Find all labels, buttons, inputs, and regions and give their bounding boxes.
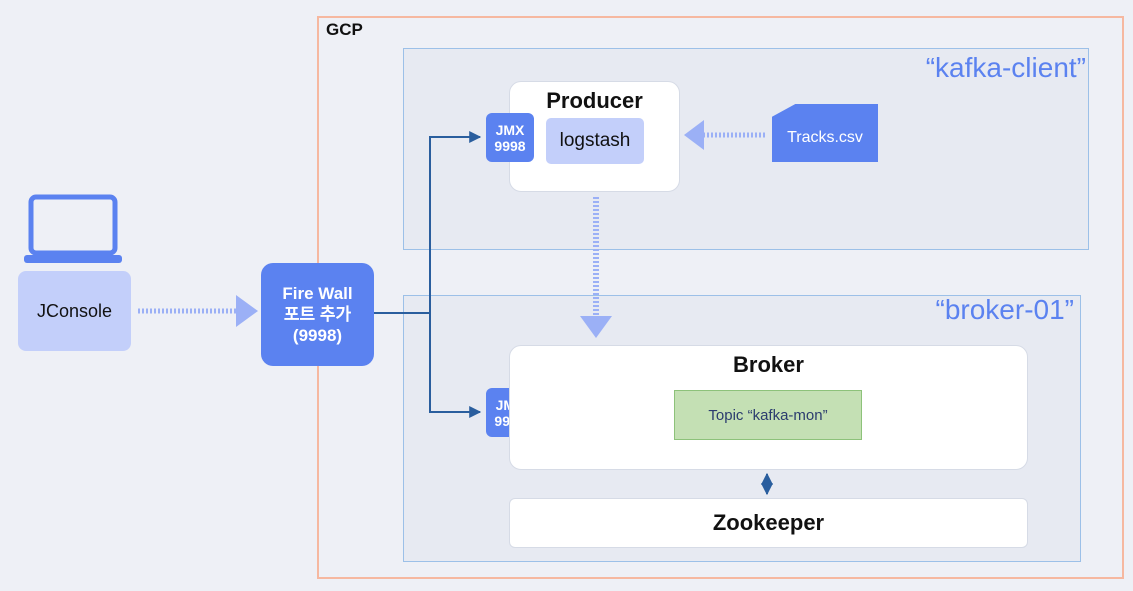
jmx-9998-line1: JMX [495, 121, 525, 138]
gcp-label: GCP [326, 20, 363, 39]
jconsole-node: JConsole [18, 271, 131, 351]
producer-title: Producer [546, 88, 643, 113]
zookeeper-label: Zookeeper [712, 510, 825, 535]
jmx-9998-badge: JMX 9998 [486, 113, 534, 162]
broker-node [509, 345, 1028, 470]
broker-01-label: “broker-01” [935, 294, 1074, 325]
firewall-line1: Fire Wall [282, 284, 353, 303]
logstash-label: logstash [559, 130, 631, 151]
firewall-line3: (9998) [292, 326, 343, 345]
jconsole-to-firewall-arrow [138, 295, 258, 327]
firewall-line2: 포트 추가 [283, 305, 352, 324]
laptop-icon [24, 194, 122, 263]
firewall-node: Fire Wall 포트 추가 (9998) [261, 263, 374, 366]
topic-node: Topic “kafka-mon” [674, 390, 862, 440]
jconsole-label: JConsole [36, 300, 113, 321]
tracks-csv-label: Tracks.csv [787, 129, 863, 146]
topic-label: Topic “kafka-mon” [708, 406, 828, 424]
jmx-9998-line2: 9998 [494, 137, 526, 154]
kafka-client-label: “kafka-client” [925, 52, 1086, 83]
tracks-csv-file-icon: Tracks.csv [772, 104, 878, 162]
zookeeper-node: Zookeeper [509, 498, 1028, 548]
broker-title: Broker [733, 352, 804, 377]
logstash-node: logstash [546, 118, 644, 164]
